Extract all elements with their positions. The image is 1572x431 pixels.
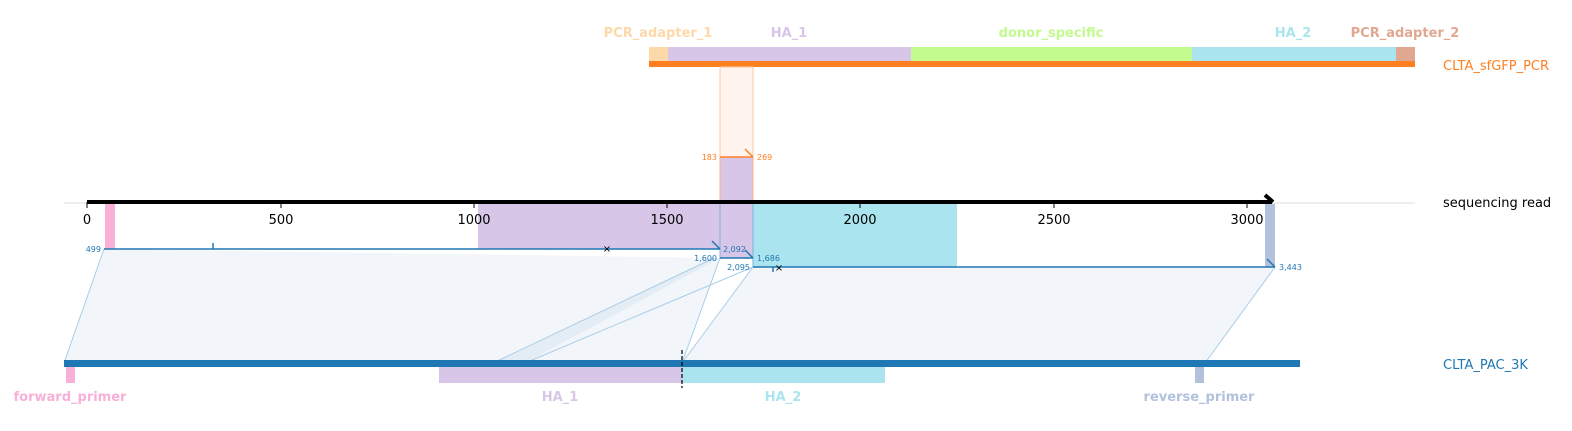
read-arrowhead (1263, 193, 1275, 204)
top-feature-label-ha-1: HA_1 (771, 26, 808, 41)
bottom-alignment-shading (63, 204, 1276, 364)
top-alignment-projection (719, 66, 754, 158)
alignment-1-arrowhead (711, 240, 721, 250)
tick-label: 3000 (1230, 213, 1263, 228)
top-feature-label-pcr-adapter-1: PCR_adapter_1 (604, 26, 713, 41)
tick-label: 2500 (1037, 213, 1070, 228)
tick-label: 2000 (843, 213, 876, 228)
alignment-2-edge-right (1204, 266, 1276, 364)
top-alignment: 183 269 (702, 66, 772, 202)
read-shade-reverse-primer (1265, 204, 1275, 267)
bottom-feature-ha-2 (682, 366, 885, 383)
top-alignment-arrowhead (744, 148, 754, 158)
alignment-2-edge-left (681, 266, 754, 364)
alignment-2-read-start: 2,095 (727, 263, 750, 272)
bottom-feature-label-reverse-primer: reverse_primer (1144, 390, 1256, 405)
alignment-1-inner-edge-b (524, 266, 754, 364)
alignment-1-edge-right (681, 257, 721, 364)
alignment-2-mismatch-icon: × (775, 263, 783, 274)
tick-label: 0 (83, 213, 91, 228)
alignment-1-inner-edge-a (492, 257, 715, 364)
alignment-2-ref-start: 1,686 (757, 254, 780, 263)
top-reference-name: CLTA_sfGFP_PCR (1443, 59, 1549, 74)
top-alignment-start-label: 183 (702, 153, 717, 162)
alignment-1-ref-start: 1,600 (694, 254, 717, 263)
alignment-2-arrowhead (1266, 258, 1276, 268)
top-reference-line (649, 61, 1415, 67)
read-shade-forward-primer (105, 204, 115, 249)
alignment-1-mismatch-icon: × (603, 244, 611, 255)
bottom-feature-label-ha-1: HA_1 (542, 390, 579, 405)
alignment-1-read-end: 2,092 (723, 245, 746, 254)
read-shade-ha-1 (478, 204, 720, 249)
alignment-2-read-end: 3,443 (1279, 263, 1302, 272)
bottom-feature-reverse-primer (1195, 366, 1204, 383)
top-feature-pcr-adapter-2 (1396, 47, 1415, 63)
tick-label: 1000 (457, 213, 490, 228)
alignment-1-inner-band (493, 258, 720, 363)
read-shade-ha-1-overlap (720, 204, 753, 258)
sequencing-read: sequencing read 0 500 1000 1500 2000 250… (64, 193, 1551, 228)
alignment-1-edge-left (63, 248, 105, 364)
read-shade-ha-2 (753, 204, 957, 267)
top-reference: PCR_adapter_1 HA_1 donor_specific HA_2 P… (604, 26, 1549, 74)
read-name: sequencing read (1443, 196, 1551, 211)
bottom-reference-name: CLTA_PAC_3K (1443, 358, 1528, 373)
top-feature-label-ha-2: HA_2 (1275, 26, 1312, 41)
bottom-feature-label-ha-2: HA_2 (765, 390, 802, 405)
top-feature-pcr-adapter-1 (649, 47, 668, 63)
bottom-feature-forward-primer (66, 366, 75, 383)
tick-label: 1500 (650, 213, 683, 228)
read-axis-ticks: 0 500 1000 1500 2000 2500 3000 (83, 202, 1264, 228)
top-feature-donor-specific (911, 47, 1192, 63)
bottom-alignment-segments: × 499 2,092 1,600 1,686 × 2,095 3,443 (86, 240, 1302, 274)
tick-label: 500 (269, 213, 294, 228)
read-feature-shading (105, 204, 1275, 267)
bottom-feature-label-forward-primer: forward_primer (14, 390, 128, 405)
bottom-feature-ha-1 (439, 366, 682, 383)
top-feature-ha-1 (668, 47, 911, 63)
top-feature-label-donor-specific: donor_specific (999, 26, 1104, 41)
top-alignment-end-label: 269 (757, 153, 772, 162)
top-feature-ha-2 (1192, 47, 1396, 63)
alignment-2-area (682, 267, 1275, 363)
alignment-1-ref-arrowhead (744, 249, 754, 259)
bottom-reference: CLTA_PAC_3K forward_primer HA_1 HA_2 rev… (14, 350, 1528, 405)
top-alignment-ha1-overlap (720, 157, 753, 202)
alignment-1-read-start: 499 (86, 245, 101, 254)
top-feature-label-pcr-adapter-2: PCR_adapter_2 (1351, 26, 1460, 41)
